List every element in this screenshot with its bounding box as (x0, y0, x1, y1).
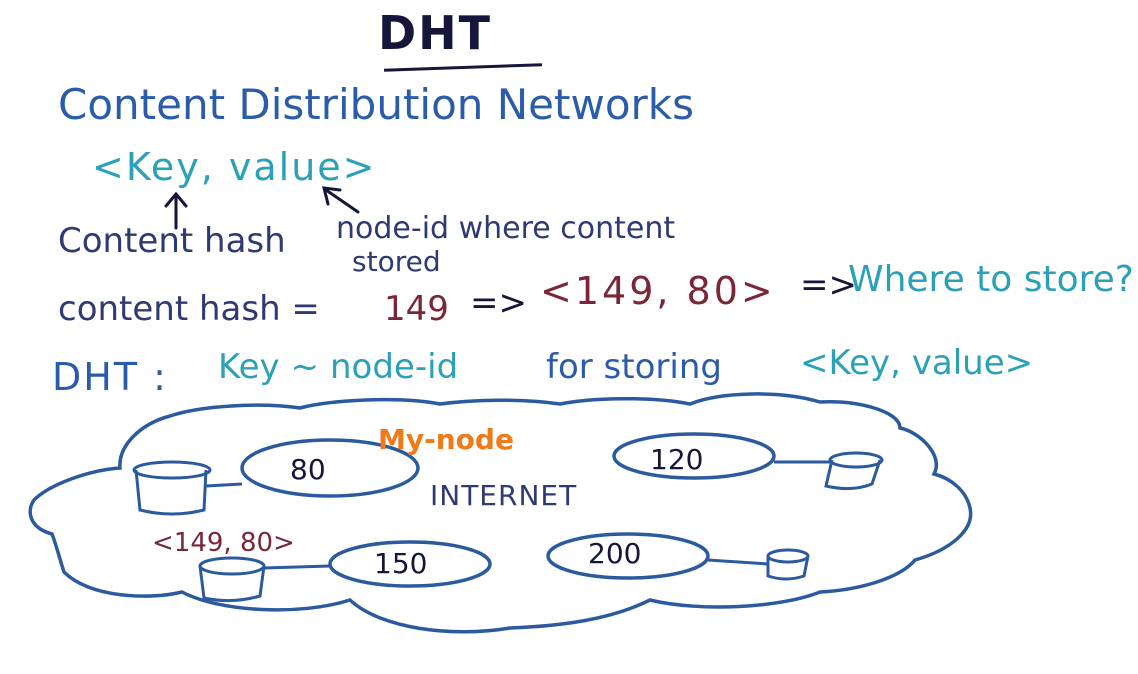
node-200-ellipse (546, 532, 710, 580)
page-title: DHT (378, 6, 493, 60)
stored-label: stored (352, 245, 441, 278)
storage-150-icon (198, 556, 331, 603)
storage-120-icon (774, 451, 884, 491)
storage-80-icon (132, 460, 243, 516)
implies-arrow-1: => (470, 283, 527, 323)
dht-definition-for-storing: for storing (546, 347, 722, 387)
internet-cloud (28, 392, 973, 634)
node-id-150: 150 (374, 547, 428, 580)
key-pointer-arrow (164, 191, 188, 230)
where-to-store-question: Where to store? (848, 259, 1134, 300)
node-id-200: 200 (588, 537, 642, 570)
node-150-ellipse (328, 540, 492, 588)
my-node-label: My-node (378, 423, 514, 456)
node-80-ellipse (240, 438, 420, 498)
dht-definition-kv: <Key, value> (800, 343, 1034, 383)
key-value-pair: <Key, value> (92, 145, 377, 189)
node-id-120: 120 (650, 443, 704, 476)
content-hash-label: Content hash (58, 221, 286, 261)
value-pointer-arrow (322, 186, 360, 214)
node-id-label: node-id where content (336, 211, 676, 246)
hash-value: 149 (384, 289, 449, 329)
dht-definition-label: DHT : (52, 355, 168, 399)
dht-definition-key: Key ~ (218, 347, 319, 387)
implies-arrow-2: => (800, 265, 857, 305)
dht-definition-node-id: node-id (330, 347, 459, 387)
hash-equation: content hash = (58, 289, 320, 329)
internet-label: INTERNET (430, 479, 578, 512)
example-tuple: <149, 80> (540, 269, 776, 313)
stored-pair-label: <149, 80> (152, 528, 295, 558)
heading-cdn: Content Distribution Networks (58, 80, 695, 129)
node-id-80: 80 (290, 453, 326, 486)
node-120-ellipse (612, 432, 776, 480)
storage-200-icon (707, 548, 810, 581)
